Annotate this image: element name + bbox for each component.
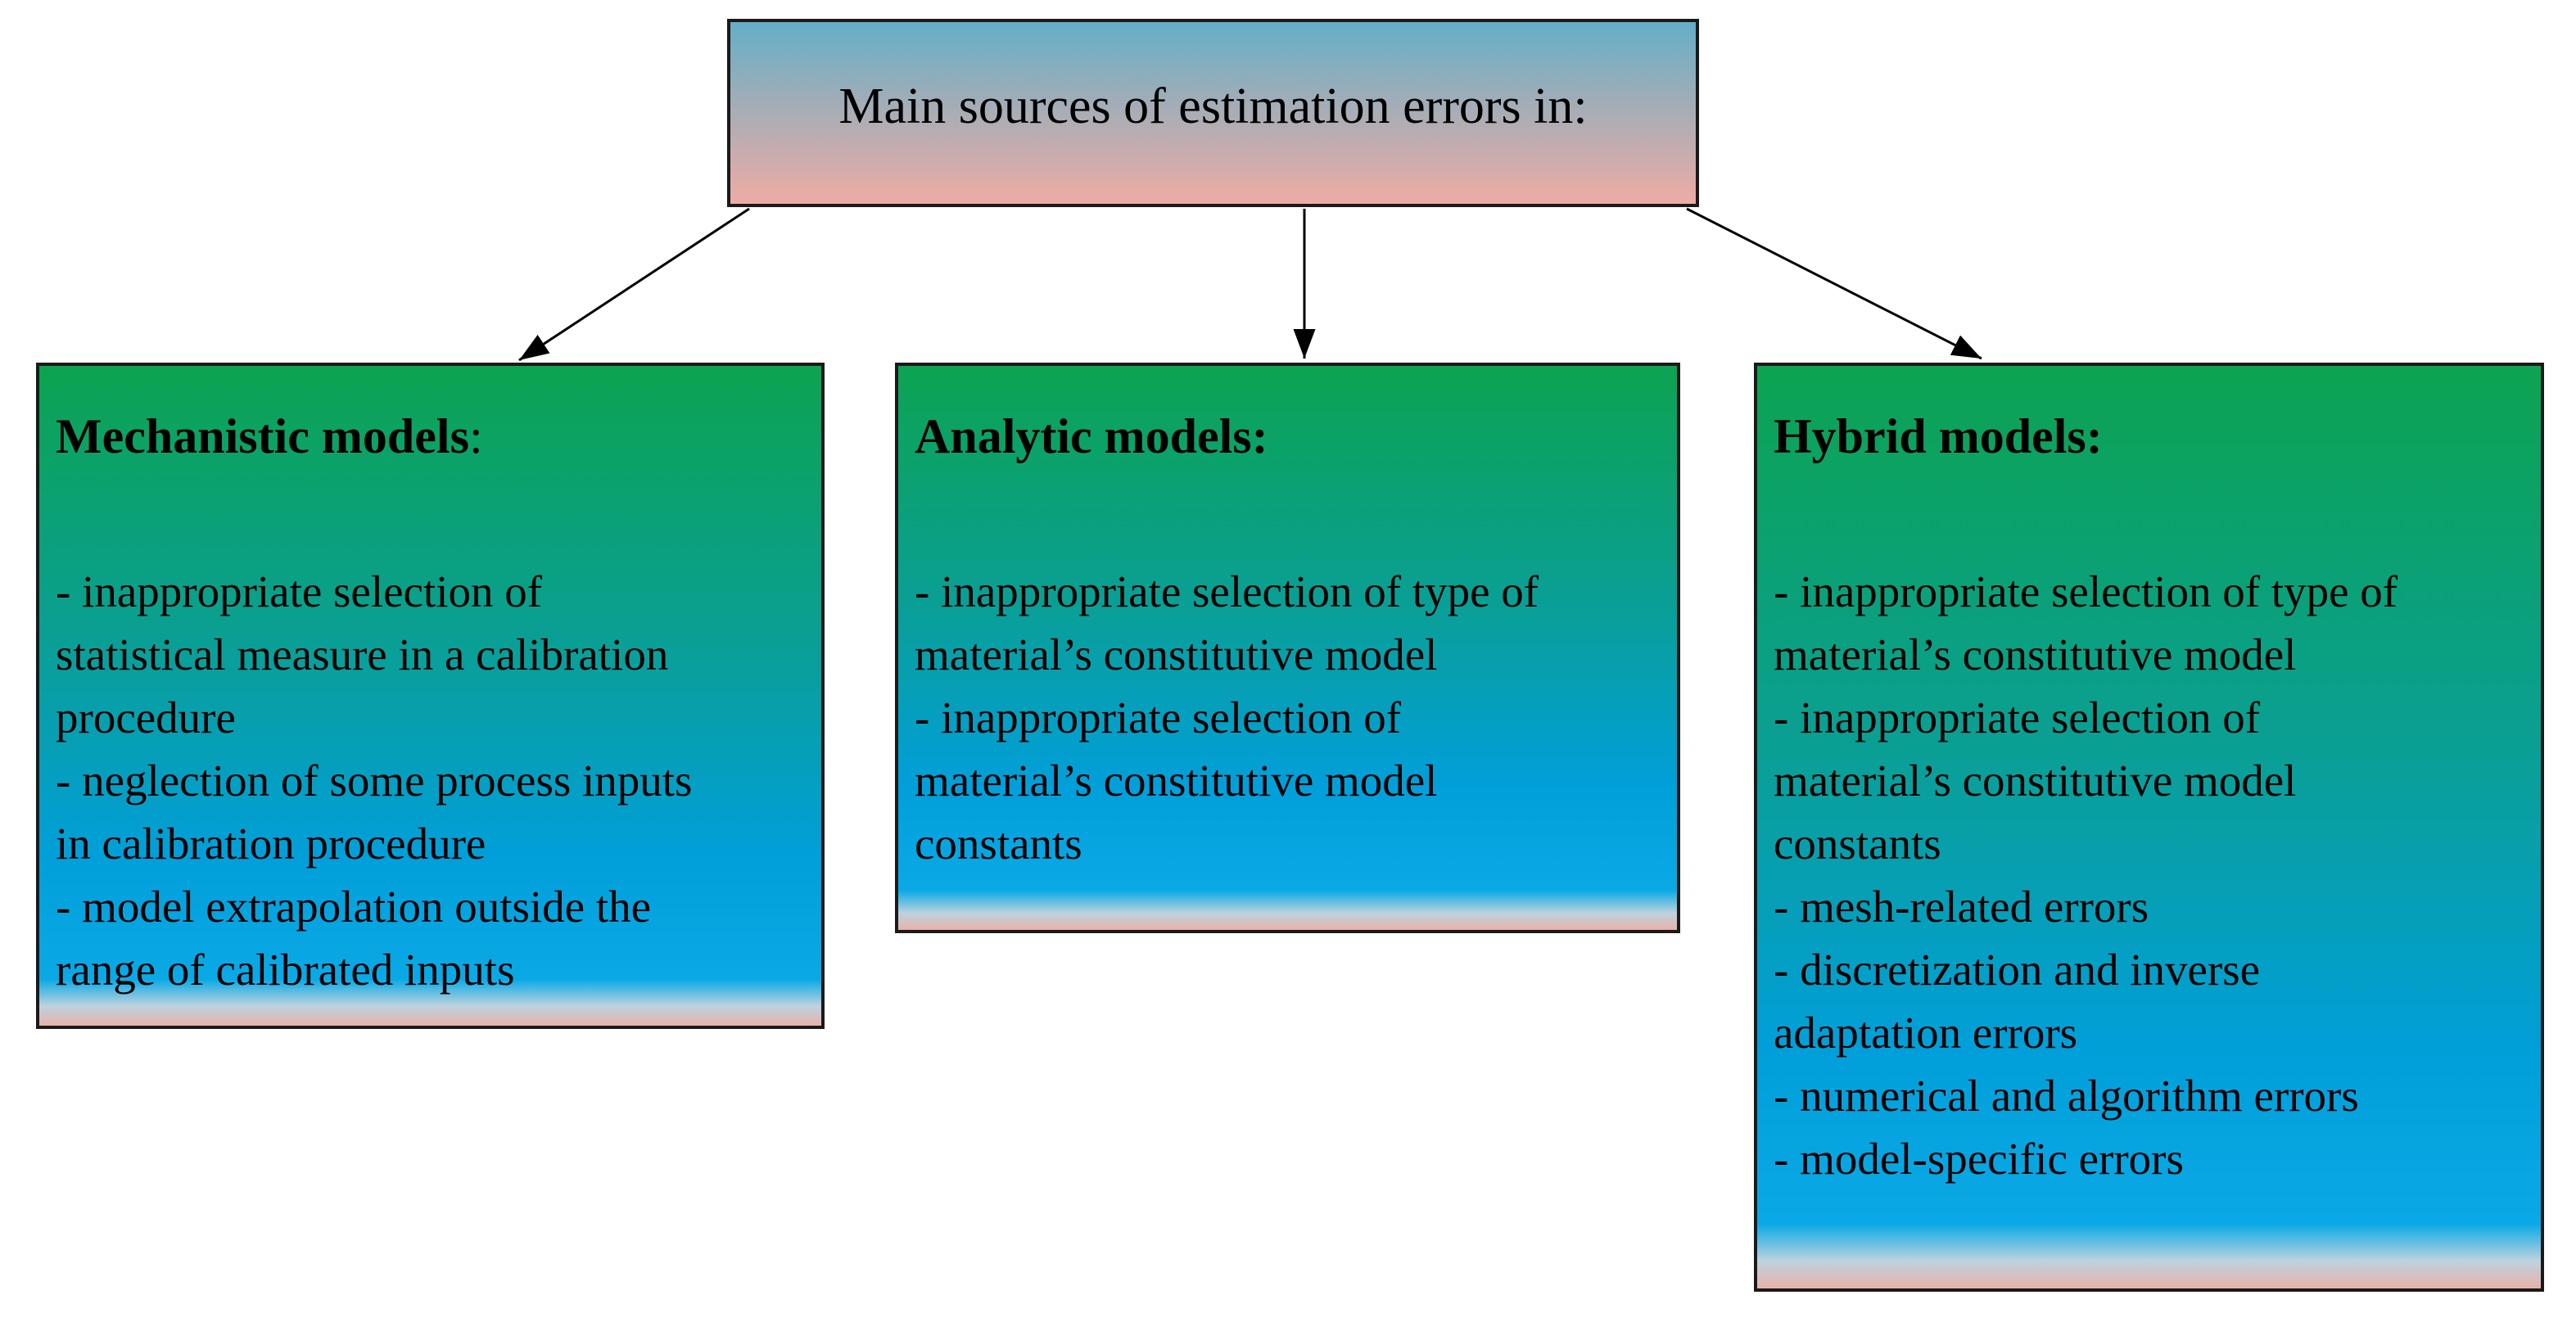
box-text: - inappropriate selection of type of mat…	[915, 560, 1665, 875]
box-title: Hybrid models:	[1774, 405, 2529, 468]
box-text-line: range of calibrated inputs	[56, 945, 515, 995]
box-text-line: constants	[1774, 819, 1941, 869]
box-text-line: material’s constitutive model	[1774, 629, 2297, 679]
box-text-line: - discretization and inverse	[1774, 945, 2261, 995]
box-content: Analytic models: - inappropriate selecti…	[898, 366, 1677, 875]
box-text: - inappropriate selection of type of mat…	[1774, 560, 2529, 1190]
box-text-line: - inappropriate selection of type of	[1774, 566, 2398, 616]
box-text-line: material’s constitutive model	[915, 756, 1438, 805]
box-title: Analytic models:	[915, 405, 1665, 468]
box-hybrid-models: Hybrid models: - inappropriate selection…	[1754, 363, 2544, 1292]
box-text-line: - model extrapolation outside the	[56, 882, 652, 932]
box-text-line: - neglection of some process inputs	[56, 756, 693, 805]
box-content: Hybrid models: - inappropriate selection…	[1757, 366, 2541, 1190]
box-mechanistic-models: Mechanistic models: - inappropriate sele…	[36, 363, 825, 1029]
root-box-title: Main sources of estimation errors in:	[838, 78, 1588, 134]
box-text-line: - model-specific errors	[1774, 1134, 2184, 1184]
box-text-line: procedure	[56, 693, 236, 742]
box-text-line: - inappropriate selection of	[56, 566, 543, 616]
box-text-line: constants	[915, 819, 1082, 869]
box-text-line: - inappropriate selection of	[915, 693, 1402, 742]
box-text-line: material’s constitutive model	[915, 629, 1438, 679]
box-title-text: Analytic models:	[915, 409, 1268, 463]
box-text-line: - inappropriate selection of	[1774, 693, 2261, 742]
box-text-line: statistical measure in a calibration	[56, 629, 669, 679]
box-text-line: - mesh-related errors	[1774, 882, 2149, 932]
box-text-line: in calibration procedure	[56, 819, 486, 869]
box-title: Mechanistic models:	[56, 405, 810, 468]
box-text-line: - numerical and algorithm errors	[1774, 1071, 2359, 1121]
box-text-line: material’s constitutive model	[1774, 756, 2297, 805]
box-text-line: adaptation errors	[1774, 1008, 2078, 1058]
box-title-text: Mechanistic models	[56, 409, 469, 463]
root-box: Main sources of estimation errors in:	[727, 19, 1699, 207]
box-content: Mechanistic models: - inappropriate sele…	[39, 366, 821, 1001]
box-text-line: - inappropriate selection of type of	[915, 566, 1539, 616]
box-title-text: Hybrid models:	[1774, 409, 2103, 463]
box-analytic-models: Analytic models: - inappropriate selecti…	[895, 363, 1680, 933]
arrow-to-mechanistic	[518, 207, 750, 362]
box-text: - inappropriate selection of statistical…	[56, 560, 810, 1001]
box-title-colon: :	[468, 409, 483, 463]
arrow-to-hybrid	[1686, 207, 1982, 360]
